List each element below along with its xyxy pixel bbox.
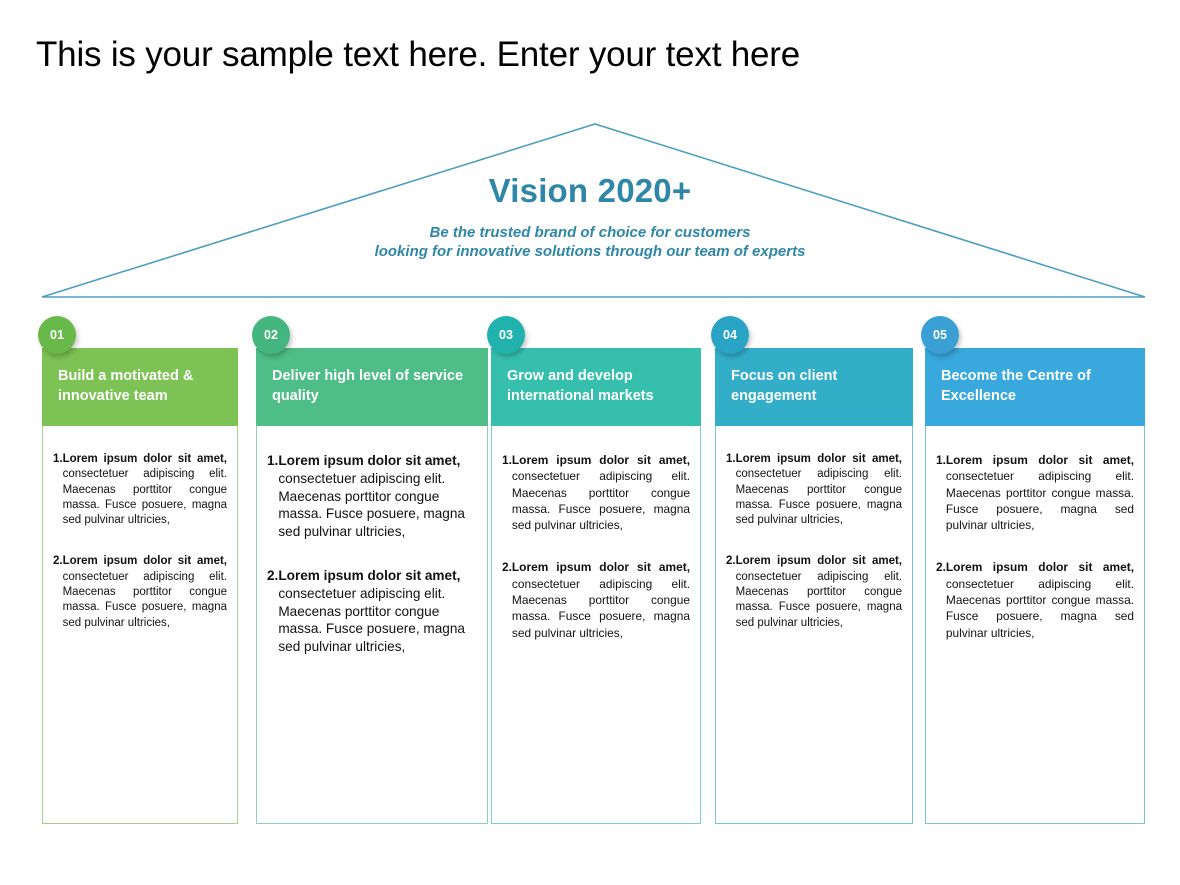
pillar-title: Become the Centre of Excellence — [941, 368, 1091, 404]
vision-subtitle: Be the trusted brand of choice for custo… — [0, 223, 1180, 261]
list-item-text: Lorem ipsum dolor sit amet, consectetuer… — [736, 452, 902, 528]
list-item-number: 1. — [267, 453, 279, 468]
list-item-rest: consectetuer adipiscing elit. Maecenas p… — [62, 468, 227, 527]
list-item-number: 2. — [726, 555, 736, 568]
list-item: 1.Lorem ipsum dolor sit amet, consectetu… — [502, 452, 690, 533]
list-item-text: Lorem ipsum dolor sit amet, consectetuer… — [946, 559, 1134, 640]
pillar-header-05: Become the Centre of Excellence — [925, 348, 1145, 426]
list-item-rest: consectetuer adipiscing elit. Maecenas p… — [511, 576, 690, 640]
list-item-number: 1. — [936, 453, 946, 467]
pillar-badge-04[interactable]: 04 — [711, 316, 749, 354]
list-item-lead: Lorem ipsum dolor sit amet, — [945, 453, 1134, 467]
list-item-lead: Lorem ipsum dolor sit amet, — [511, 560, 690, 575]
list-item: 1.Lorem ipsum dolor sit amet, consectetu… — [936, 452, 1134, 533]
list-item: 2.Lorem ipsum dolor sit amet, consectetu… — [53, 554, 227, 630]
list-item: 2.Lorem ipsum dolor sit amet, consectetu… — [936, 559, 1134, 640]
pillar-header-04: Focus on client engagement — [715, 348, 913, 426]
list-item-text: Lorem ipsum dolor sit amet, consectetuer… — [278, 567, 477, 656]
pillar-title: Grow and develop international markets — [507, 368, 654, 404]
list-item-rest: consectetuer adipiscing elit. Maecenas p… — [735, 468, 902, 527]
pillar-title: Deliver high level of service quality — [272, 368, 464, 404]
list-item-lead: Lorem ipsum dolor sit amet, — [278, 453, 461, 468]
page-title: This is your sample text here. Enter you… — [36, 35, 801, 74]
list-item-number: 1. — [53, 453, 63, 465]
vision-subtitle-line-1: Be the trusted brand of choice for custo… — [429, 224, 751, 241]
vision-subtitle-line-2: looking for innovative solutions through… — [374, 243, 806, 260]
list-item-number: 1. — [726, 453, 736, 465]
list-item-number: 2. — [53, 555, 63, 568]
list-item-rest: consectetuer adipiscing elit. Maecenas p… — [511, 469, 690, 533]
list-item-lead: Lorem ipsum dolor sit amet, — [511, 453, 690, 467]
pillar-badge-02[interactable]: 02 — [252, 316, 290, 354]
pillar-title: Build a motivated & innovative team — [58, 368, 194, 404]
list-item-lead: Lorem ipsum dolor sit amet, — [945, 560, 1134, 575]
list-item-rest: consectetuer adipiscing elit. Maecenas p… — [735, 570, 902, 629]
list-item: 1.Lorem ipsum dolor sit amet, consectetu… — [726, 452, 902, 528]
list-item-text: Lorem ipsum dolor sit amet, consectetuer… — [63, 554, 227, 630]
pillar-header-01: Build a motivated & innovative team — [42, 348, 238, 426]
list-item-rest: consectetuer adipiscing elit. Maecenas p… — [278, 585, 465, 655]
vision-heading: Vision 2020+ — [488, 172, 692, 209]
roof-text-block: Vision 2020+ Be the trusted brand of cho… — [0, 172, 1180, 261]
pillar-header-03: Grow and develop international markets — [491, 348, 701, 426]
list-item-number: 1. — [502, 453, 512, 467]
list-item-rest: consectetuer adipiscing elit. Maecenas p… — [945, 576, 1134, 640]
list-item-lead: Lorem ipsum dolor sit amet, — [735, 555, 902, 568]
list-item: 2.Lorem ipsum dolor sit amet, consectetu… — [726, 554, 902, 630]
list-item: 1.Lorem ipsum dolor sit amet, consectetu… — [53, 452, 227, 528]
pillar-badge-05[interactable]: 05 — [921, 316, 959, 354]
pillar-body-04: 1.Lorem ipsum dolor sit amet, consectetu… — [715, 426, 913, 824]
pillar-title: Focus on client engagement — [731, 368, 838, 404]
pillar-header-02: Deliver high level of service quality — [256, 348, 488, 426]
list-item-text: Lorem ipsum dolor sit amet, consectetuer… — [278, 452, 477, 541]
list-item-lead: Lorem ipsum dolor sit amet, — [735, 453, 902, 465]
list-item-lead: Lorem ipsum dolor sit amet, — [62, 453, 227, 465]
list-item: 2.Lorem ipsum dolor sit amet, consectetu… — [502, 559, 690, 640]
list-item-text: Lorem ipsum dolor sit amet, consectetuer… — [946, 452, 1134, 533]
list-item-rest: consectetuer adipiscing elit. Maecenas p… — [62, 570, 227, 629]
list-item: 2.Lorem ipsum dolor sit amet, consectetu… — [267, 567, 477, 656]
list-item-text: Lorem ipsum dolor sit amet, consectetuer… — [63, 452, 227, 528]
pillar-badge-01[interactable]: 01 — [38, 316, 76, 354]
list-item-rest: consectetuer adipiscing elit. Maecenas p… — [278, 470, 465, 540]
pillar-body-03: 1.Lorem ipsum dolor sit amet, consectetu… — [491, 426, 701, 824]
list-item-text: Lorem ipsum dolor sit amet, consectetuer… — [736, 554, 902, 630]
pillar-body-05: 1.Lorem ipsum dolor sit amet, consectetu… — [925, 426, 1145, 824]
list-item-lead: Lorem ipsum dolor sit amet, — [62, 555, 227, 568]
pillar-body-01: 1.Lorem ipsum dolor sit amet, consectetu… — [42, 426, 238, 824]
list-item-text: Lorem ipsum dolor sit amet, consectetuer… — [512, 452, 690, 533]
list-item-number: 2. — [267, 567, 279, 583]
list-item-number: 2. — [936, 560, 946, 575]
list-item-rest: consectetuer adipiscing elit. Maecenas p… — [945, 469, 1134, 533]
pillar-body-02: 1.Lorem ipsum dolor sit amet, consectetu… — [256, 426, 488, 824]
pillar-badge-03[interactable]: 03 — [487, 316, 525, 354]
list-item-number: 2. — [502, 560, 512, 575]
list-item-lead: Lorem ipsum dolor sit amet, — [278, 567, 461, 583]
list-item-text: Lorem ipsum dolor sit amet, consectetuer… — [512, 559, 690, 640]
list-item: 1.Lorem ipsum dolor sit amet, consectetu… — [267, 452, 477, 541]
